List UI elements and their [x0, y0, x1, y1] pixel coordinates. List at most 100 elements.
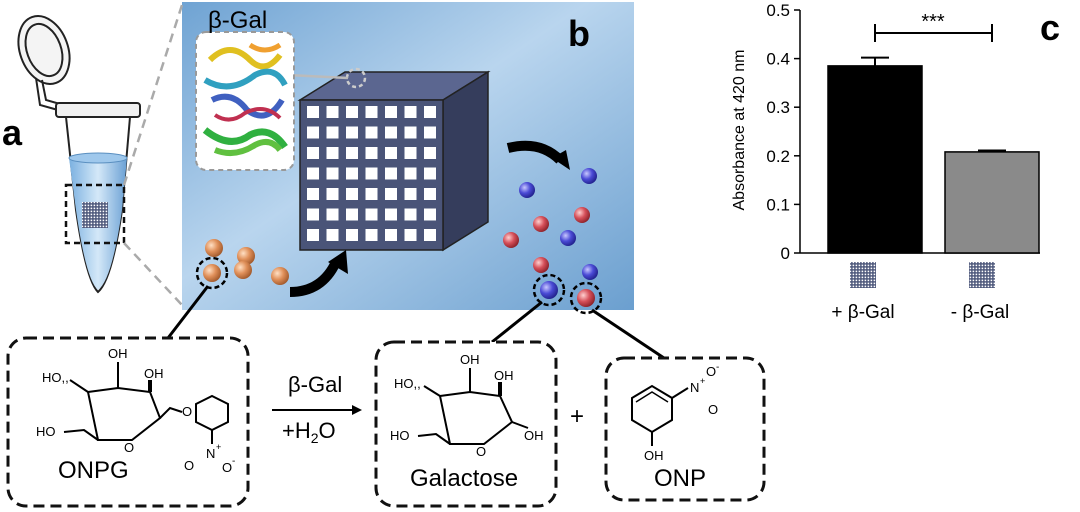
panel-label-a: a [2, 112, 23, 153]
cube-pore [365, 147, 378, 159]
y-tick-label: 0.5 [766, 1, 790, 20]
onp-name: ONP [654, 465, 706, 492]
onpg-atom: O [182, 404, 192, 419]
onpg-atom: OH [108, 346, 128, 361]
reaction-catalyst: β-Gal [288, 372, 342, 397]
cube-pore [326, 167, 339, 180]
galactose-atom: O [476, 444, 486, 459]
cube-pore [404, 167, 417, 180]
y-tick-label: 0.2 [766, 147, 790, 166]
cube-pore [326, 208, 339, 221]
cube-pore [404, 126, 417, 139]
onpg-atom: HO,, [42, 370, 69, 385]
cube-pores [307, 106, 436, 241]
category-label: + β-Gal [831, 302, 894, 323]
cube-pore [365, 126, 378, 139]
cube-pore [365, 229, 378, 241]
cube-pore [404, 229, 417, 241]
galactose-box [374, 340, 558, 508]
significance-stars: *** [921, 11, 945, 33]
cube-pore [365, 188, 378, 200]
galactose-atom: HO [390, 428, 410, 443]
reaction-water: +H2O [282, 418, 336, 446]
onp-structure [631, 384, 689, 446]
galactose-name: Galactose [410, 465, 518, 492]
cube-pore [346, 106, 358, 118]
onp-atom: N [690, 380, 699, 395]
onpg-atom: N [206, 446, 215, 461]
cube-pore [365, 106, 378, 118]
onpg-atom: O [184, 458, 194, 473]
cube-pore [424, 208, 436, 221]
cube-pore [424, 229, 436, 241]
cube-pore [326, 229, 339, 241]
cube-pore [404, 208, 417, 221]
cube-pore [346, 188, 358, 200]
panel-label-c: c [1040, 7, 1060, 48]
cube-pore [404, 106, 417, 118]
arrowhead-out [552, 150, 570, 170]
onpg-atom: OH [144, 366, 164, 381]
galactose-atom: OH [524, 428, 544, 443]
arrowhead-in [328, 250, 348, 274]
cube-pore [307, 126, 319, 139]
onpg-atom: O [222, 460, 232, 475]
cube-pore [385, 106, 397, 118]
onpg-structure [63, 362, 229, 444]
onpg-atom: + [216, 442, 221, 452]
product-balls [503, 168, 603, 315]
galactose-atom: HO,, [394, 376, 421, 391]
cube-pore [307, 167, 319, 180]
zoom-box [64, 183, 126, 245]
onpg-atom: O [124, 440, 134, 455]
bar [944, 151, 1040, 254]
bar [827, 65, 923, 254]
panel-label-b: b [568, 13, 590, 54]
chart-y-label: Absorbance at 420 nm [731, 50, 748, 211]
enzyme-label: β-Gal [208, 7, 267, 34]
absorbance-chart: 00.10.20.30.40.5 *** Absorbance at 420 n… [731, 1, 1040, 323]
cube-pore [346, 126, 358, 139]
onp-atom: + [700, 376, 705, 386]
galactose-atom: OH [460, 352, 480, 367]
cube-pore [307, 147, 319, 159]
cube-pore [326, 147, 339, 159]
cube-pore [424, 167, 436, 180]
cube-pore [307, 106, 319, 118]
protein-structure-image [195, 31, 295, 171]
cube-pore [385, 147, 397, 159]
arrow-into-cube [289, 259, 341, 297]
y-tick-label: 0.3 [766, 98, 790, 117]
galactose-structure [417, 368, 529, 445]
cube-pore [385, 167, 397, 180]
galactose-atom: OH [494, 368, 514, 383]
cube-pore [346, 208, 358, 221]
cube-pore [326, 126, 339, 139]
eppendorf-tube [17, 4, 184, 306]
cube-pore [424, 147, 436, 159]
cube-pore [307, 229, 319, 241]
bar-icon-cube [850, 262, 876, 288]
cube-pore [307, 188, 319, 200]
cube-pore [307, 208, 319, 221]
y-tick-label: 0 [781, 244, 790, 263]
substrate-balls [195, 239, 289, 290]
cube-pore [346, 229, 358, 241]
y-tick-label: 0.1 [766, 195, 790, 214]
cube-pore [346, 167, 358, 180]
cube-mof [297, 70, 491, 252]
cube-pore [404, 147, 417, 159]
cube-pore [326, 188, 339, 200]
onp-atom: O [706, 364, 716, 379]
cube-pore [346, 147, 358, 159]
cube-pore [385, 208, 397, 221]
onpg-name: ONPG [58, 457, 129, 484]
cube-pore [424, 106, 436, 118]
onpg-box [6, 336, 250, 508]
bar-icon-cube [969, 262, 995, 288]
cube-pore [424, 188, 436, 200]
onp-box [604, 356, 766, 502]
cube-pore [385, 229, 397, 241]
cube-pore [385, 188, 397, 200]
